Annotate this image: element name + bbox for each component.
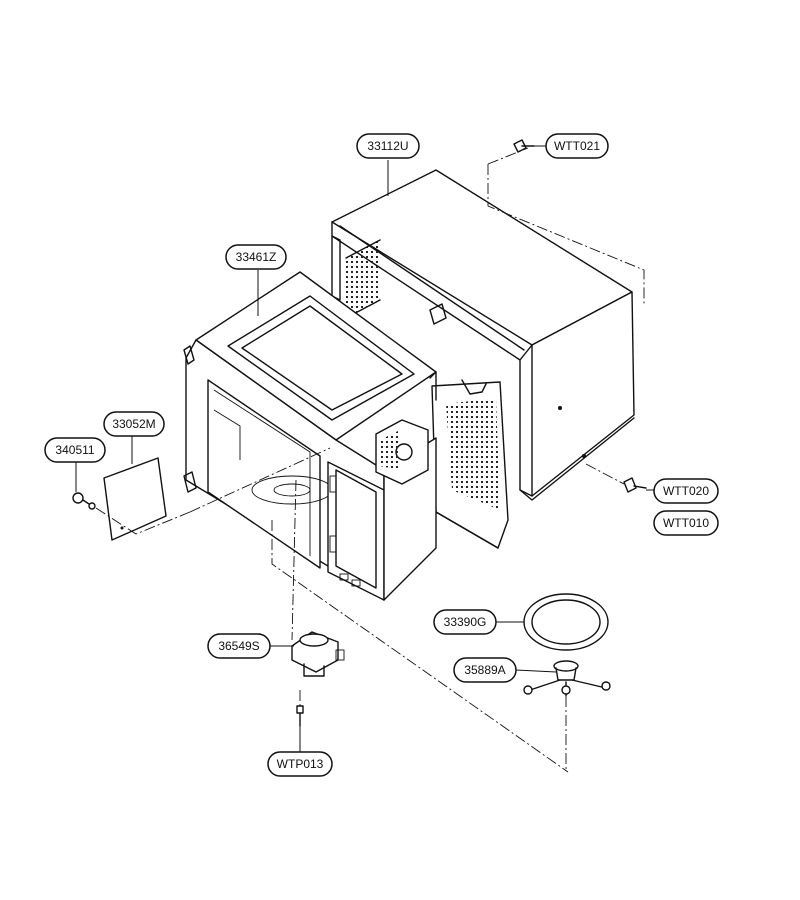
assembly-lines [95, 147, 645, 773]
label-36549S: 36549S [218, 639, 259, 653]
screw-wtt020 [623, 477, 647, 493]
waveguide-cover [103, 457, 167, 541]
label-WTT021: WTT021 [554, 139, 600, 153]
label-WTP013: WTP013 [277, 757, 324, 771]
turntable-motor [291, 631, 345, 727]
callout-WTT020: WTT020 [653, 478, 719, 504]
callout-36549S: 36549S [207, 633, 271, 659]
glass-tray [523, 593, 609, 651]
callout-33390G: 33390G [433, 609, 497, 635]
label-33390G: 33390G [444, 615, 487, 629]
leader-lines [75, 145, 654, 752]
callout-33052M: 33052M [103, 411, 165, 437]
screw-wtt021 [513, 139, 535, 153]
oven-cavity [183, 271, 437, 601]
screw-340511 [72, 492, 96, 510]
callout-WTT021: WTT021 [545, 133, 609, 159]
label-340511: 340511 [55, 443, 94, 457]
callout-35889A: 35889A [453, 657, 517, 683]
callout-WTP013: WTP013 [267, 751, 333, 777]
callout-33112U: 33112U [356, 133, 420, 159]
roller-support [523, 660, 611, 697]
callout-33461Z: 33461Z [225, 244, 287, 270]
callout-WTT010: WTT010 [653, 510, 719, 536]
outer-cabinet [331, 169, 635, 501]
back-panel [431, 379, 509, 549]
label-WTT020: WTT020 [663, 484, 709, 498]
label-WTT010: WTT010 [663, 516, 709, 530]
callout-340511: 340511 [44, 437, 106, 463]
label-33112U: 33112U [367, 139, 408, 153]
label-33052M: 33052M [112, 417, 155, 431]
label-35889A: 35889A [464, 663, 505, 677]
label-33461Z: 33461Z [236, 250, 277, 264]
